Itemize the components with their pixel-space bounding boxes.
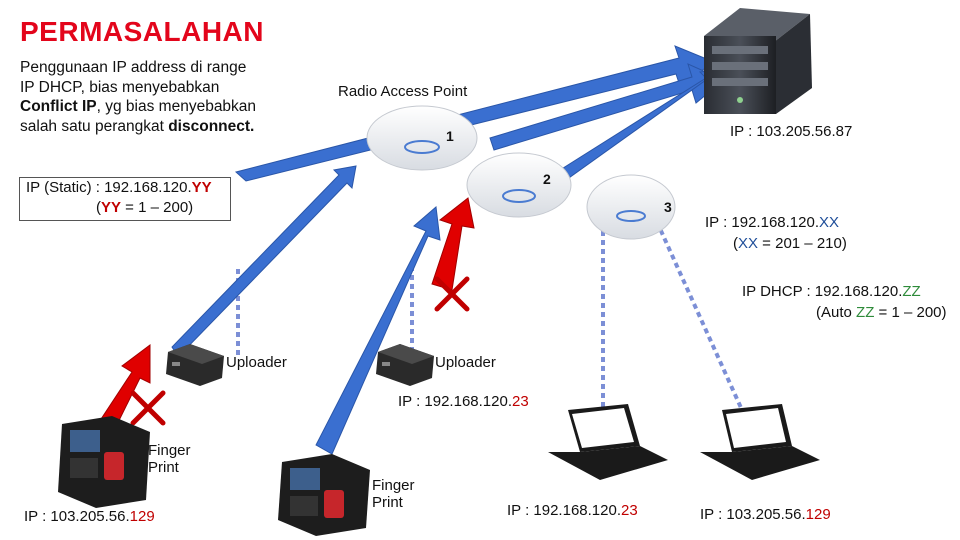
arrow-ap1-to-server xyxy=(234,45,716,182)
finger-print-1-icon xyxy=(58,416,150,508)
dhcp-var-zz: ZZ xyxy=(902,283,921,300)
desc-text-1: Penggunaan IP address di range IP DHCP, … xyxy=(20,59,247,96)
ip-var-xx: XX xyxy=(819,214,840,231)
ip-xx-label: IP : 192.168.120.XX (XX = 201 – 210) xyxy=(705,214,847,252)
desc-text-2: , yg bias menyebabkan salah satu perangk… xyxy=(20,98,257,135)
static-ip-var-yy: YY xyxy=(191,179,212,196)
x-mark-uploader2 xyxy=(434,276,470,312)
ap-number-3: 3 xyxy=(664,199,672,215)
access-point-3-icon xyxy=(586,174,676,240)
uploader-2-icon xyxy=(376,344,434,386)
ap-number-2: 2 xyxy=(543,171,551,187)
dashed-links xyxy=(236,221,744,411)
dhcp-label: IP DHCP : 192.168.120.ZZ (Auto ZZ = 1 – … xyxy=(742,283,947,321)
problem-description: Penggunaan IP address di range IP DHCP, … xyxy=(20,58,260,136)
static-ip-box: IP (Static) : 192.168.120.YY (YY = 1 – 2… xyxy=(19,177,231,221)
x-marks xyxy=(130,276,470,426)
arrow-fp1-to-ap1 xyxy=(171,165,357,356)
arrow-uploader2-to-ap2-red xyxy=(431,197,475,291)
ap-number-1: 1 xyxy=(446,128,454,144)
finger-print-2-icon xyxy=(278,454,370,536)
radio-access-point-label: Radio Access Point xyxy=(338,83,468,100)
uploader-2-label: Uploader xyxy=(435,354,496,371)
uploader-1-icon xyxy=(166,344,224,386)
static-ip-line-2: (YY = 1 – 200) xyxy=(96,199,194,216)
access-point-2-icon xyxy=(466,152,572,218)
laptop-1-ip: IP : 192.168.120.23 xyxy=(507,502,638,519)
uploader-ip-label: IP : 192.168.120.23 xyxy=(398,393,529,410)
access-point-1-icon xyxy=(366,105,478,171)
blue-arrows xyxy=(171,45,725,455)
finger-print-1-label: Finger Print xyxy=(148,442,191,476)
static-ip-line-1: IP (Static) : 192.168.120.YY xyxy=(26,179,212,196)
laptop-1-icon xyxy=(548,404,668,480)
finger-print-1-ip: IP : 103.205.56.129 xyxy=(24,508,155,525)
x-mark-fp1 xyxy=(130,390,166,426)
finger-print-2-label: Finger Print xyxy=(372,477,415,511)
arrow-fp2-to-ap2 xyxy=(315,206,441,455)
dashed-link-laptop2 xyxy=(655,221,744,411)
page-title: PERMASALAHAN xyxy=(20,16,264,47)
server-ip-label: IP : 103.205.56.87 xyxy=(730,123,853,140)
desc-bold-disconnect: disconnect. xyxy=(168,117,255,135)
laptop-2-ip: IP : 103.205.56.129 xyxy=(700,506,831,523)
desc-bold-conflict: Conflict IP xyxy=(20,98,97,115)
server-icon xyxy=(704,8,812,114)
laptop-2-icon xyxy=(700,404,820,480)
uploader-1-label: Uploader xyxy=(226,354,287,371)
